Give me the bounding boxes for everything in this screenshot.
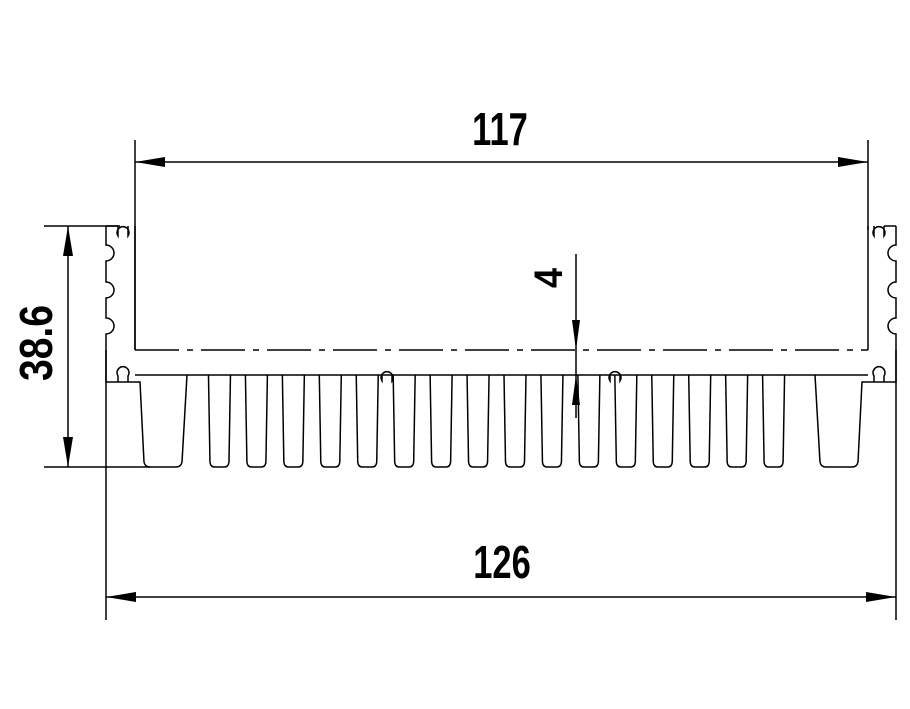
dim-thickness-arrow-top	[572, 320, 580, 350]
dim-bottom-width	[105, 350, 897, 620]
left-wall-outer	[105, 225, 132, 383]
right-wall-outer	[870, 225, 897, 383]
fin-slot	[651, 374, 675, 468]
fins-group	[207, 374, 786, 468]
left-leg	[132, 374, 188, 468]
fin-slot	[392, 374, 416, 468]
fin-slot	[724, 374, 749, 468]
fin-slot	[207, 374, 232, 468]
right-leg	[814, 374, 870, 468]
fin-slot	[540, 374, 564, 468]
fin-slot	[614, 374, 638, 468]
left-slot-top	[116, 226, 130, 239]
fin-slot	[281, 374, 306, 468]
fin-slot	[318, 374, 343, 468]
fin-slot	[429, 374, 453, 468]
fin-slot	[355, 374, 379, 468]
dim-top-width-arrow-right	[838, 157, 868, 167]
dim-height-label: 38.6	[11, 305, 63, 381]
fin-slot	[503, 374, 527, 468]
right-slot-bottom	[872, 366, 886, 382]
dim-height	[44, 225, 150, 468]
dim-bottom-width-arrow-right	[866, 592, 896, 602]
dim-top-width-label: 117	[472, 103, 528, 155]
dim-height-arrow-bottom	[63, 437, 73, 467]
fin-slot	[466, 374, 490, 468]
mid-slot-left	[380, 371, 394, 384]
mid-slot-right	[608, 371, 622, 384]
heatsink-profile	[105, 225, 897, 468]
right-slot-top	[872, 226, 886, 239]
fin-slot	[577, 374, 601, 468]
dim-top-width	[134, 140, 869, 350]
dim-thickness-label: 4	[527, 268, 571, 288]
left-slot-bottom	[116, 366, 130, 382]
fin-slot	[687, 374, 712, 468]
dim-height-arrow-top	[63, 226, 73, 256]
dim-top-width-arrow-left	[135, 157, 165, 167]
dim-bottom-width-arrow-left	[106, 592, 136, 602]
fin-slot	[244, 374, 269, 468]
fin-slot	[761, 374, 786, 468]
dim-bottom-width-label: 126	[473, 536, 531, 588]
